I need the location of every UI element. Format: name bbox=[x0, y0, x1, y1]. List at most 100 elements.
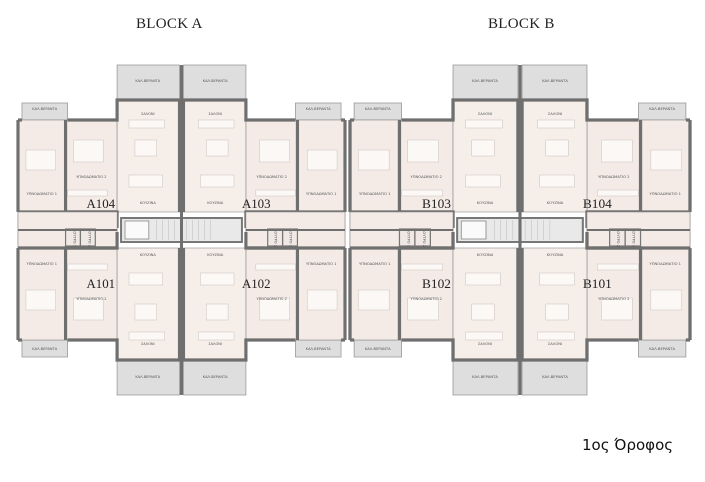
kitchen-label: ΚΟΥΖΙΝΑ bbox=[477, 253, 494, 257]
bedroom-2-label: ΥΠΝΟΔΩΜΑΤΙΟ 2 bbox=[410, 175, 442, 179]
kitchen-label: ΚΟΥΖΙΝΑ bbox=[477, 201, 494, 205]
bedroom-2-label: ΥΠΝΟΔΩΜΑΤΙΟ 2 bbox=[76, 297, 106, 301]
living-label: ΣΑΛΟΝΙ bbox=[548, 342, 562, 346]
wardrobe bbox=[401, 189, 443, 197]
wardrobe bbox=[255, 189, 296, 197]
living-label: ΣΑΛΟΝΙ bbox=[208, 112, 222, 116]
bedroom-2 bbox=[399, 119, 454, 213]
bath-1-label: ΛΟΥΤΡΟ 1 bbox=[289, 229, 293, 247]
bedroom-1-label: ΥΠΝΟΔΩΜΑΤΙΟ 1 bbox=[649, 262, 681, 266]
kitchen-label: ΚΟΥΖΙΝΑ bbox=[140, 201, 156, 205]
kitchen-label: ΚΟΥΖΙΝΑ bbox=[207, 201, 223, 205]
wall bbox=[67, 248, 182, 362]
elevator bbox=[124, 220, 150, 240]
sofa bbox=[198, 119, 235, 129]
bedroom-1-label: ΥΠΝΟΔΩΜΑΤΙΟ 1 bbox=[27, 192, 57, 196]
wardrobe bbox=[67, 189, 108, 197]
bed bbox=[650, 289, 683, 311]
dining-table bbox=[200, 272, 235, 286]
balcony-label: ΚΑΛ.ΒΕΡΑΝΤΑ bbox=[135, 79, 160, 83]
sofa bbox=[465, 119, 503, 129]
balcony-label: ΚΑΛ.ΒΕΡΑΝΤΑ bbox=[649, 347, 675, 351]
large-balcony bbox=[116, 359, 180, 396]
small-balcony bbox=[353, 102, 402, 121]
sofa bbox=[128, 119, 165, 129]
coffee-table bbox=[206, 303, 229, 321]
bedroom-2 bbox=[586, 247, 641, 341]
unit-label: B103 bbox=[422, 196, 451, 211]
large-balcony bbox=[183, 359, 247, 396]
bed bbox=[73, 297, 104, 321]
unit-label: B104 bbox=[583, 196, 612, 211]
living-label: ΣΑΛΟΝΙ bbox=[548, 112, 562, 116]
balcony-label: ΚΑΛ.ΒΕΡΑΝΤΑ bbox=[542, 375, 568, 379]
wardrobe bbox=[597, 189, 639, 197]
bedroom-1-label: ΥΠΝΟΔΩΜΑΤΙΟ 1 bbox=[359, 192, 391, 196]
living-label: ΣΑΛΟΝΙ bbox=[141, 342, 155, 346]
bedroom-2 bbox=[65, 247, 118, 341]
unit-label: A103 bbox=[242, 196, 271, 211]
wall bbox=[520, 248, 639, 362]
bedroom-2-label: ΥΠΝΟΔΩΜΑΤΙΟ 2 bbox=[598, 175, 630, 179]
bedroom-1-label: ΥΠΝΟΔΩΜΑΤΙΟ 1 bbox=[359, 262, 391, 266]
bed bbox=[407, 297, 439, 321]
dining-table bbox=[128, 174, 163, 188]
unit-label: B101 bbox=[583, 276, 612, 291]
wall bbox=[401, 98, 520, 212]
bed bbox=[25, 149, 56, 171]
floor-label: 1ος Όροφος bbox=[582, 436, 674, 454]
sofa bbox=[198, 331, 235, 341]
bedroom-2-label: ΥΠΝΟΔΩΜΑΤΙΟ 2 bbox=[256, 297, 286, 301]
block-a: ΚΑΛ.ΒΕΡΑΝΤΑ ΚΑΛ.ΒΕΡΑΝΤΑ ΥΠΝΟΔΩΜΑΤΙΟ 1 ΥΠΝΟΔ… bbox=[16, 64, 347, 396]
bath-2-label: ΛΟΥΤΡΟ 2 bbox=[274, 229, 278, 247]
small-balcony bbox=[21, 102, 68, 121]
bedroom-2 bbox=[399, 247, 454, 341]
balcony-label: ΚΑΛ.ΒΕΡΑΝΤΑ bbox=[472, 79, 498, 83]
living-label: ΣΑΛΟΝΙ bbox=[478, 342, 492, 346]
dining-table bbox=[465, 272, 501, 286]
wardrobe bbox=[255, 263, 296, 271]
bedroom-2-label: ΥΠΝΟΔΩΜΑΤΙΟ 2 bbox=[410, 297, 442, 301]
kitchen-label: ΚΟΥΖΙΝΑ bbox=[547, 253, 564, 257]
wall bbox=[244, 232, 346, 250]
large-balcony bbox=[452, 359, 519, 396]
bath-2-label: ΛΟΥΤΡΟ 2 bbox=[87, 229, 91, 247]
bedroom-1-label: ΥΠΝΟΔΩΜΑΤΙΟ 1 bbox=[649, 192, 681, 196]
balcony-label: ΚΑΛ.ΒΕΡΑΝΤΑ bbox=[306, 107, 331, 111]
large-balcony bbox=[183, 64, 247, 101]
wall bbox=[18, 232, 119, 250]
living-label: ΣΑΛΟΝΙ bbox=[141, 112, 155, 116]
coffee-table bbox=[471, 303, 495, 321]
wardrobe bbox=[597, 263, 639, 271]
bedroom-1-label: ΥΠΝΟΔΩΜΑΤΙΟ 1 bbox=[306, 192, 336, 196]
kitchen-label: ΚΟΥΖΙΝΑ bbox=[547, 201, 564, 205]
bedroom-2 bbox=[65, 119, 118, 213]
unit-label: A104 bbox=[86, 196, 115, 211]
large-balcony bbox=[116, 64, 180, 101]
balcony-label: ΚΑΛ.ΒΕΡΑΝΤΑ bbox=[203, 79, 228, 83]
bed bbox=[357, 289, 390, 311]
block-b-title: BLOCK B bbox=[488, 16, 555, 32]
bed bbox=[259, 297, 290, 321]
bedroom-2-label: ΥΠΝΟΔΩΜΑΤΙΟ 2 bbox=[76, 175, 106, 179]
balcony-label: ΚΑΛ.ΒΕΡΑΝΤΑ bbox=[135, 375, 160, 379]
wall bbox=[401, 248, 520, 362]
wardrobe bbox=[67, 263, 108, 271]
balcony-label: ΚΑΛ.ΒΕΡΑΝΤΑ bbox=[32, 107, 57, 111]
bedroom-1-label: ΥΠΝΟΔΩΜΑΤΙΟ 1 bbox=[306, 262, 336, 266]
bed bbox=[307, 149, 338, 171]
wall bbox=[520, 98, 639, 212]
bath-1-label: ΛΟΥΤΡΟ 1 bbox=[407, 229, 411, 247]
dining-table bbox=[128, 272, 163, 286]
balcony-label: ΚΑΛ.ΒΕΡΑΝΤΑ bbox=[365, 107, 391, 111]
living-label: ΣΑΛΟΝΙ bbox=[478, 112, 492, 116]
dining-table bbox=[465, 174, 501, 188]
dining-table bbox=[200, 174, 235, 188]
bed bbox=[25, 289, 56, 311]
small-balcony bbox=[295, 102, 342, 121]
kitchen-label: ΚΟΥΖΙΝΑ bbox=[140, 253, 156, 257]
bedroom-2-label: ΥΠΝΟΔΩΜΑΤΙΟ 2 bbox=[256, 175, 286, 179]
coffee-table bbox=[545, 303, 569, 321]
balcony-label: ΚΑΛ.ΒΕΡΑΝΤΑ bbox=[203, 375, 228, 379]
unit-label: A101 bbox=[86, 276, 115, 291]
